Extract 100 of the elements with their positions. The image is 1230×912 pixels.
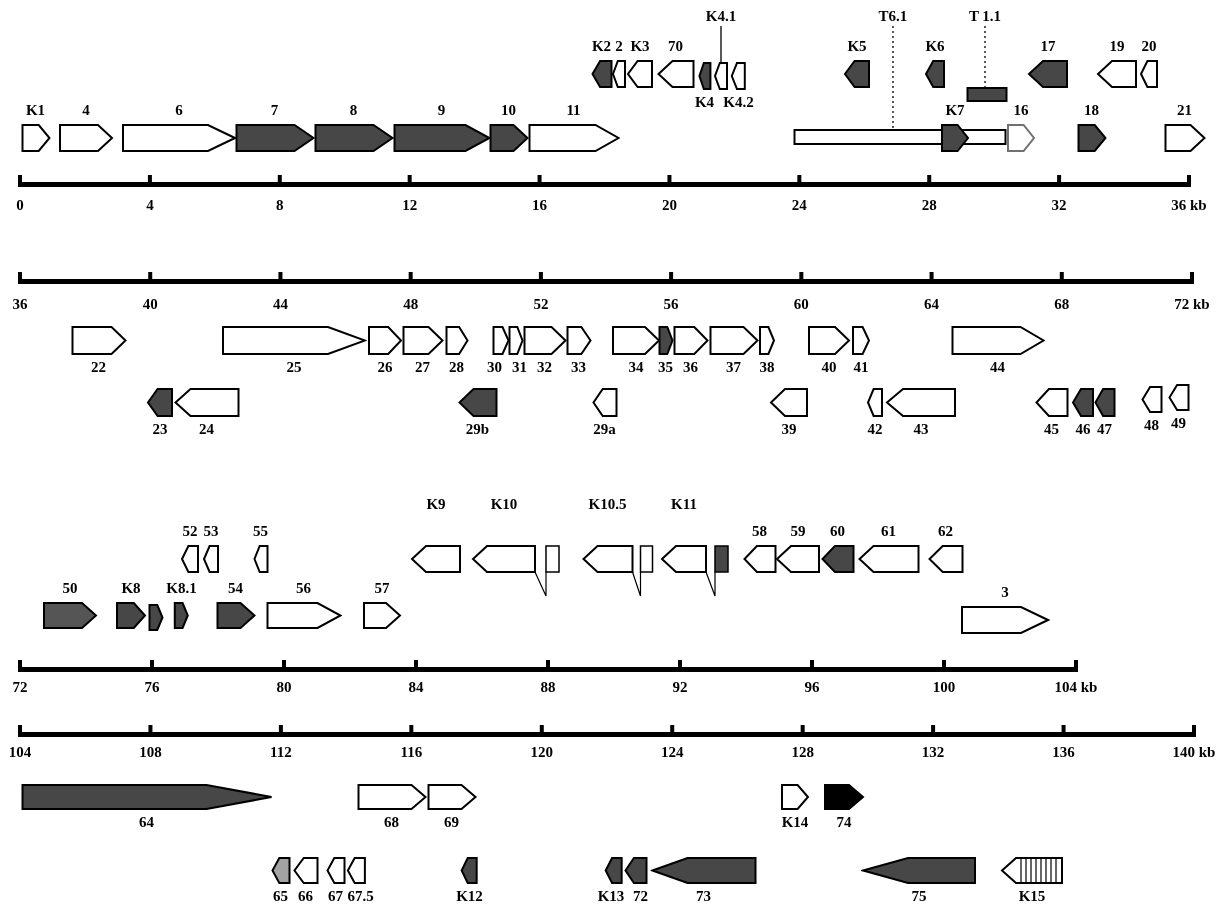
gene-label: 47	[1097, 421, 1112, 437]
gene-label: 67.5	[347, 888, 374, 904]
gene-label: 74	[836, 814, 852, 830]
gene-label: 57	[374, 580, 390, 596]
gene-label: 33	[571, 359, 586, 375]
tick-label: 68	[1054, 296, 1070, 312]
gene-label: 72	[633, 888, 648, 904]
gene-label: 16	[1013, 102, 1029, 118]
tick-label: 88	[540, 679, 556, 695]
gene-label: 20	[1141, 38, 1157, 54]
gene-label: 21	[1177, 102, 1192, 118]
tick-label: 124	[660, 744, 684, 760]
tick-label: 76	[144, 679, 160, 695]
gene-label: K3	[630, 38, 650, 54]
gene-label: 4	[82, 102, 90, 118]
tick-label: 64	[924, 296, 940, 312]
tick-label: 120	[530, 744, 553, 760]
gene-label: 42	[867, 421, 883, 437]
gene-label: 53	[203, 523, 219, 539]
tick-label: 12	[402, 197, 418, 213]
tick-label: 20	[661, 197, 677, 213]
callout-label: T 1.1	[968, 8, 1002, 24]
gene-label: 2	[615, 38, 623, 54]
gene-label: K10.5	[588, 496, 627, 512]
tick-label: 72	[12, 679, 28, 695]
gene-label: 10	[501, 102, 516, 118]
gene-label: 7	[270, 102, 279, 118]
gene-label: 54	[228, 580, 243, 596]
gene-label: K12	[456, 888, 483, 904]
gene-label: 52	[182, 523, 198, 539]
tick-label: 100	[932, 679, 956, 695]
gene-label: 11	[566, 102, 581, 118]
gene-label: 37	[726, 359, 741, 375]
gene-label: K10	[490, 496, 518, 512]
gene-label: 31	[512, 359, 527, 375]
gene-label: 6	[175, 102, 183, 118]
tick-label: 24	[791, 197, 807, 213]
gene-label: 50	[62, 580, 78, 596]
gene-label: 28	[449, 359, 464, 375]
gene-label: 46	[1075, 421, 1091, 437]
gene-label: 56	[296, 580, 311, 596]
tick-label: 136	[1052, 744, 1075, 760]
gene-label: 55	[253, 523, 268, 539]
gene-label: 25	[286, 359, 302, 375]
leader-line	[720, 25, 722, 64]
gene-label: K1	[25, 102, 46, 118]
tick-label: 48	[403, 296, 419, 312]
tick-label: 36	[12, 296, 28, 312]
gene-label: K8	[121, 580, 141, 596]
gene-label: 30	[487, 359, 502, 375]
gene-label: 48	[1144, 417, 1159, 433]
gene-label: 58	[752, 523, 767, 539]
leader-line	[984, 25, 986, 89]
gene-label: 67	[328, 888, 343, 904]
gene-label: 65	[273, 888, 288, 904]
tick-label: 40	[142, 296, 158, 312]
gene-label: 29a	[593, 421, 616, 437]
gene-label: 32	[537, 359, 552, 375]
tick-label: 104 kb	[1054, 679, 1098, 695]
tick-label: 112	[270, 744, 292, 760]
tick-label: 80	[276, 679, 292, 695]
gene-label: 61	[881, 523, 896, 539]
gene-label: 9	[437, 102, 446, 118]
tick-label: 140 kb	[1172, 744, 1216, 760]
gene-label: 18	[1084, 102, 1099, 118]
gene-label: 64	[139, 814, 154, 830]
gene-label: 45	[1044, 421, 1059, 437]
gene-label: 43	[913, 421, 929, 437]
callout-label: K4.1	[705, 8, 737, 24]
gene-label: K8.1	[166, 580, 197, 596]
tick-label: 92	[672, 679, 688, 695]
gene-label: 49	[1171, 415, 1186, 431]
tick-label: 128	[791, 744, 814, 760]
gene-label: K11	[671, 496, 697, 512]
tick-label: 52	[533, 296, 549, 312]
gene-label: 17	[1040, 38, 1056, 54]
gene-label: 60	[830, 523, 845, 539]
tick-label: 16	[532, 197, 548, 213]
gene-label: 22	[91, 359, 106, 375]
gene-label: 70	[668, 38, 683, 54]
gene-label: K6	[925, 38, 945, 54]
leader-line	[892, 25, 894, 131]
tick-label: 108	[139, 744, 162, 760]
tick-label: 36 kb	[1171, 197, 1207, 213]
gene-label: 68	[384, 814, 399, 830]
gene-label: 59	[790, 523, 806, 539]
gene-label: 38	[759, 359, 775, 375]
gene-label: 29b	[465, 421, 490, 437]
gene-label: 35	[658, 359, 673, 375]
callout-label: T6.1	[878, 8, 908, 24]
tick-label: 56	[663, 296, 679, 312]
gene-label: 66	[298, 888, 313, 904]
gene-label: K5	[847, 38, 867, 54]
gene-label: K15	[1018, 888, 1046, 904]
gene-label: K7	[945, 102, 965, 118]
gene-label: 75	[911, 888, 927, 904]
tick-label: 104	[8, 744, 32, 760]
tick-label: 0	[16, 197, 24, 213]
gene-label: 69	[444, 814, 459, 830]
gene-label: 19	[1109, 38, 1125, 54]
